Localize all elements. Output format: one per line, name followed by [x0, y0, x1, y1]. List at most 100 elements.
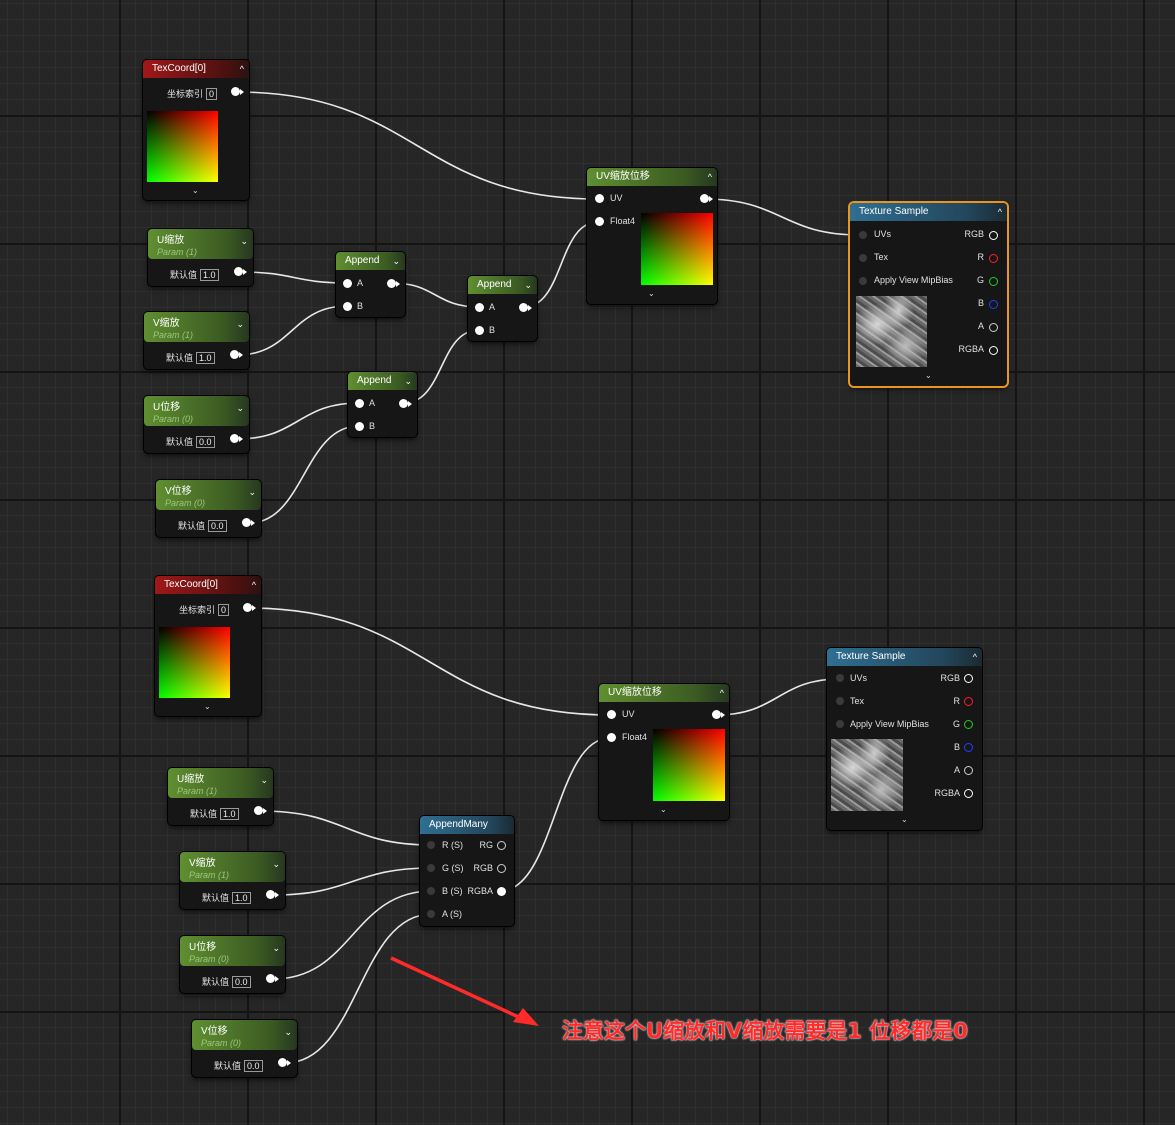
input-pin-uv[interactable]: [607, 710, 616, 719]
append-node-2[interactable]: Append⌄ A B: [468, 276, 537, 341]
input-pin-uvs[interactable]: [859, 231, 867, 239]
input-pin-b[interactable]: [427, 887, 435, 895]
collapse-chevron-icon[interactable]: ⌄: [404, 376, 412, 386]
output-pin-rgb[interactable]: [964, 674, 973, 683]
connection-wire[interactable]: [703, 198, 861, 236]
coord-index-value[interactable]: 0: [206, 88, 218, 100]
input-pin-a[interactable]: [355, 399, 364, 408]
input-pin-a[interactable]: [343, 279, 352, 288]
collapse-chevron-icon[interactable]: ^: [707, 172, 712, 182]
connection-wire[interactable]: [260, 810, 433, 846]
output-pin-rgba[interactable]: [964, 789, 973, 798]
collapse-chevron-icon[interactable]: ⌄: [248, 487, 256, 497]
expand-chevron-icon[interactable]: ⌄: [648, 289, 655, 298]
collapse-chevron-icon[interactable]: ⌄: [240, 236, 248, 246]
connection-wire[interactable]: [240, 271, 348, 284]
output-pin[interactable]: [266, 974, 279, 983]
output-pin[interactable]: [519, 303, 532, 312]
output-pin-rgb[interactable]: [989, 231, 998, 240]
collapse-chevron-icon[interactable]: ⌄: [236, 403, 244, 413]
connection-wire[interactable]: [391, 282, 480, 308]
default-value[interactable]: 1.0: [220, 808, 239, 820]
output-pin[interactable]: [254, 806, 267, 815]
output-pin[interactable]: [230, 434, 243, 443]
output-pin-a[interactable]: [964, 766, 973, 775]
uv-scale-offset-node[interactable]: UV缩放位移^ UV Float4 ⌄: [599, 684, 729, 820]
input-pin-tex[interactable]: [836, 697, 844, 705]
output-pin[interactable]: [399, 399, 412, 408]
output-pin-rgba[interactable]: [497, 887, 506, 896]
default-value[interactable]: 0.0: [244, 1060, 263, 1072]
input-pin-uvs[interactable]: [836, 674, 844, 682]
input-pin-r[interactable]: [427, 841, 435, 849]
input-pin-a[interactable]: [475, 303, 484, 312]
collapse-chevron-icon[interactable]: ⌄: [260, 775, 268, 785]
input-pin-g[interactable]: [427, 864, 435, 872]
node-header[interactable]: AppendMany: [420, 816, 514, 834]
output-pin-g[interactable]: [989, 277, 998, 286]
node-header[interactable]: Texture Sample^: [850, 203, 1007, 221]
texture-sample-node[interactable]: Texture Sample^ UVs Tex Apply View MipBi…: [827, 648, 982, 830]
connection-wire[interactable]: [235, 91, 599, 200]
connection-wire[interactable]: [272, 867, 433, 896]
collapse-chevron-icon[interactable]: ⌄: [236, 319, 244, 329]
output-pin[interactable]: [278, 1058, 291, 1067]
output-pin[interactable]: [243, 603, 256, 612]
collapse-chevron-icon[interactable]: ⌄: [272, 859, 280, 869]
texture-sample-node[interactable]: Texture Sample^ UVs Tex Apply View MipBi…: [850, 203, 1007, 386]
node-header[interactable]: Append⌄: [348, 372, 417, 390]
default-value[interactable]: 1.0: [196, 352, 215, 364]
collapse-chevron-icon[interactable]: ⌄: [392, 256, 400, 266]
output-pin[interactable]: [231, 87, 244, 96]
append-node-1[interactable]: Append⌄ A B: [336, 252, 405, 317]
expand-chevron-icon[interactable]: ⌄: [192, 186, 199, 195]
default-value[interactable]: 1.0: [232, 892, 251, 904]
output-pin-rgb[interactable]: [497, 864, 506, 873]
input-pin-uv[interactable]: [595, 194, 604, 203]
connection-wire[interactable]: [236, 305, 348, 356]
collapse-chevron-icon[interactable]: ⌄: [272, 943, 280, 953]
connection-wire[interactable]: [715, 678, 841, 716]
output-pin-b[interactable]: [989, 300, 998, 309]
output-pin-b[interactable]: [964, 743, 973, 752]
connection-wire[interactable]: [247, 607, 611, 716]
node-header[interactable]: Append⌄: [336, 252, 405, 270]
output-pin-g[interactable]: [964, 720, 973, 729]
input-pin-b[interactable]: [355, 422, 364, 431]
output-pin[interactable]: [230, 350, 243, 359]
input-pin-float4[interactable]: [607, 733, 616, 742]
collapse-chevron-icon[interactable]: ^: [972, 652, 977, 662]
append-many-node[interactable]: AppendMany R (S) G (S) B (S) A (S) RG RG…: [420, 816, 514, 926]
input-pin-tex[interactable]: [859, 254, 867, 262]
collapse-chevron-icon[interactable]: ^: [719, 688, 724, 698]
input-pin-float4[interactable]: [595, 217, 604, 226]
collapse-chevron-icon[interactable]: ^: [239, 64, 244, 74]
coord-index-value[interactable]: 0: [218, 604, 230, 616]
append-node-3[interactable]: Append⌄ A B: [348, 372, 417, 437]
output-pin[interactable]: [712, 710, 725, 719]
collapse-chevron-icon[interactable]: ⌄: [524, 280, 532, 290]
output-pin-rg[interactable]: [497, 841, 506, 850]
output-pin-rgba[interactable]: [989, 346, 998, 355]
output-pin-a[interactable]: [989, 323, 998, 332]
output-pin[interactable]: [266, 890, 279, 899]
output-pin-r[interactable]: [964, 697, 973, 706]
node-header[interactable]: Texture Sample^: [827, 648, 982, 666]
collapse-chevron-icon[interactable]: ^: [251, 580, 256, 590]
expand-chevron-icon[interactable]: ⌄: [925, 371, 932, 380]
uv-scale-offset-node[interactable]: UV缩放位移^ UV Float4 ⌄: [587, 168, 717, 304]
node-header[interactable]: TexCoord[0]^: [143, 60, 249, 78]
collapse-chevron-icon[interactable]: ⌄: [284, 1027, 292, 1037]
input-pin-b[interactable]: [343, 302, 352, 311]
